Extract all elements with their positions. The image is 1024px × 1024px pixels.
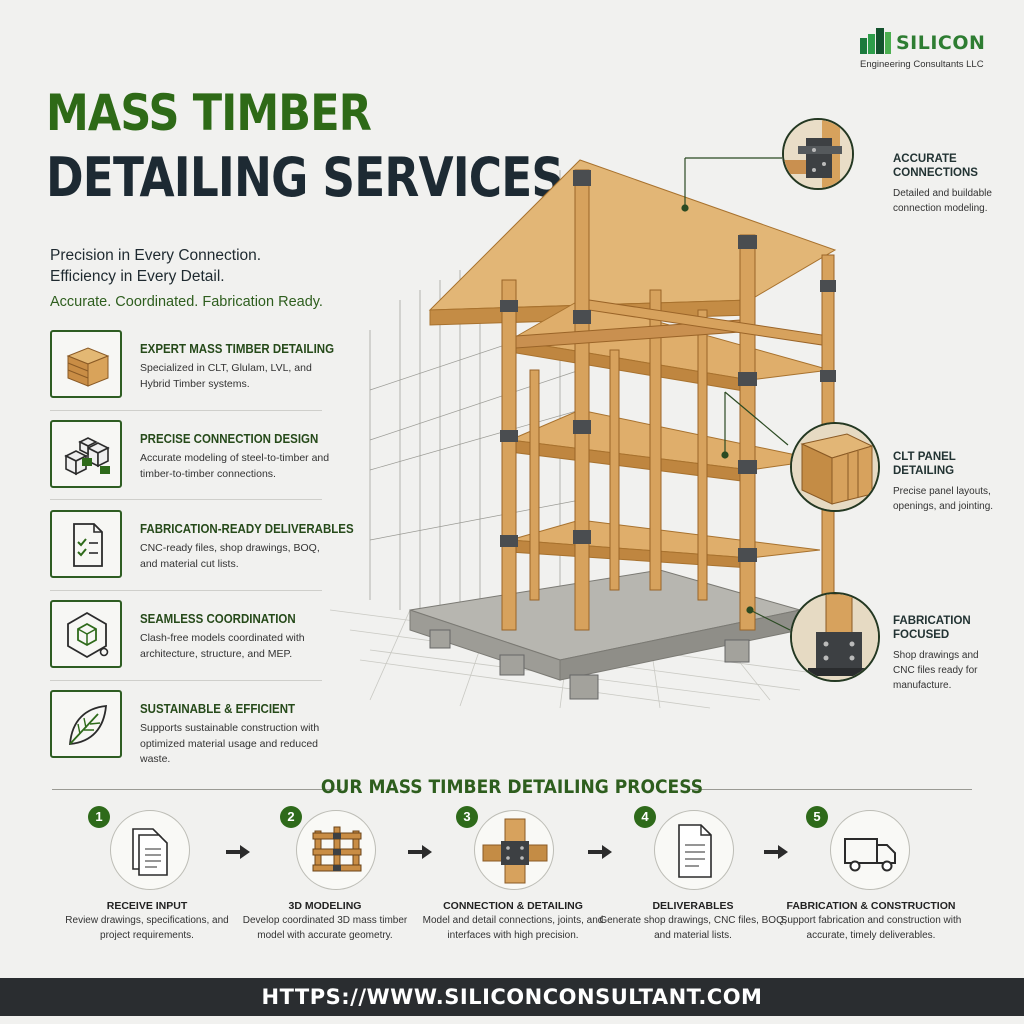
step-number: 1 xyxy=(88,806,110,828)
clt-panel-icon xyxy=(792,424,878,510)
tagline-1: Precision in Every Connection. xyxy=(50,247,262,264)
divider xyxy=(50,590,322,591)
tagline-3: Accurate. Coordinated. Fabrication Ready… xyxy=(50,294,323,310)
connection-blocks-icon xyxy=(64,437,110,476)
process-title-rule-right xyxy=(690,789,972,790)
callout-clt-panel-detailing: CLT PANEL DETAILING Precise panel layout… xyxy=(893,450,1003,514)
callout-accurate-connections: ACCURATE CONNECTIONS Detailed and builda… xyxy=(893,152,1003,216)
hero-title-line1: MASS TIMBER xyxy=(46,84,372,142)
callout-connection-image xyxy=(782,118,854,190)
tagline-2: Efficiency in Every Detail. xyxy=(50,268,225,285)
logo-name: SILICON xyxy=(896,32,986,54)
steel-connectors xyxy=(500,170,836,562)
callout-title: FABRICATION FOCUSED xyxy=(893,615,971,641)
process-step-4: 4 DELIVERABLES Generate shop drawings, C… xyxy=(598,806,788,966)
process-title: OUR MASS TIMBER DETAILING PROCESS xyxy=(320,776,704,798)
feature-desc: Accurate modeling of steel-to-timber and… xyxy=(140,452,330,480)
process-title-rule-left xyxy=(52,789,342,790)
steel-bracket-icon xyxy=(784,120,852,188)
step-desc: Support fabrication and construction wit… xyxy=(780,915,962,941)
column-base-plate-icon xyxy=(792,594,878,680)
feature-item-deliverables: FABRICATION-READY DELIVERABLES CNC-ready… xyxy=(50,510,354,588)
documents-icon xyxy=(132,828,168,876)
step-title: FABRICATION & CONSTRUCTION xyxy=(786,900,956,912)
process-step-1: 1 RECEIVE INPUT Review drawings, specifi… xyxy=(52,806,242,966)
callout-fabrication-focused: FABRICATION FOCUSED Shop drawings and CN… xyxy=(893,614,1003,693)
company-logo: SILICON Engineering Consultants LLC xyxy=(858,26,1008,76)
arrow-right-icon xyxy=(226,845,250,859)
cube-coordination-icon xyxy=(67,611,109,659)
arrow-right-icon xyxy=(588,845,612,859)
step-number: 3 xyxy=(456,806,478,828)
hero-title-line2: DETAILING SERVICES xyxy=(46,146,564,209)
feature-item-coordination: SEAMLESS COORDINATION Clash-free models … xyxy=(50,600,322,678)
process-step-2: 2 3D MODELING Develop coordinated 3D mas… xyxy=(230,806,420,966)
callout-leaders xyxy=(681,157,791,631)
step-title: 3D MODELING xyxy=(288,900,362,912)
divider xyxy=(50,410,322,411)
callout-desc: Precise panel layouts, openings, and joi… xyxy=(893,486,994,512)
logo-building-icon xyxy=(860,28,891,54)
step-number: 2 xyxy=(280,806,302,828)
feature-title: PRECISE CONNECTION DESIGN xyxy=(140,432,319,446)
feature-item-sustainable: SUSTAINABLE & EFFICIENT Supports sustain… xyxy=(50,690,322,768)
arrow-right-icon xyxy=(764,845,788,859)
divider xyxy=(50,680,322,681)
step-number: 4 xyxy=(634,806,656,828)
document-icon xyxy=(678,824,712,878)
logo-subtitle: Engineering Consultants LLC xyxy=(860,59,984,70)
feature-item-connection-design: PRECISE CONNECTION DESIGN Accurate model… xyxy=(50,420,329,498)
callout-title: CLT PANEL DETAILING xyxy=(893,451,956,477)
feature-title: EXPERT MASS TIMBER DETAILING xyxy=(140,342,335,356)
callout-desc: Detailed and buildable connection modeli… xyxy=(893,188,992,214)
timber-block-icon xyxy=(66,347,110,387)
mass-timber-building-illustration xyxy=(330,157,837,709)
feature-title: SEAMLESS COORDINATION xyxy=(140,612,296,626)
step-number: 5 xyxy=(806,806,828,828)
feature-title: FABRICATION-READY DELIVERABLES xyxy=(140,522,354,536)
timber-frame-icon xyxy=(312,826,362,872)
callout-title: ACCURATE CONNECTIONS xyxy=(893,153,978,179)
feature-title: SUSTAINABLE & EFFICIENT xyxy=(140,702,296,716)
callout-clt-image xyxy=(790,422,880,512)
clt-slabs xyxy=(428,159,837,569)
step-title: DELIVERABLES xyxy=(652,900,734,912)
feature-desc: Clash-free models coordinated with archi… xyxy=(140,632,305,660)
step-desc: Generate shop drawings, CNC files, BOQ, … xyxy=(599,915,787,941)
feature-desc: Specialized in CLT, Glulam, LVL, and Hyb… xyxy=(140,362,312,390)
step-desc: Develop coordinated 3D mass timber model… xyxy=(242,915,408,941)
leaf-icon xyxy=(69,704,107,745)
timber-joint-icon xyxy=(482,818,548,884)
callout-desc: Shop drawings and CNC files ready for ma… xyxy=(893,650,979,691)
divider xyxy=(50,499,322,500)
step-title: CONNECTION & DETAILING xyxy=(443,900,583,912)
arrow-right-icon xyxy=(408,845,432,859)
delivery-truck-icon xyxy=(844,838,896,872)
step-title: RECEIVE INPUT xyxy=(106,900,188,912)
glulam-beams xyxy=(515,299,823,349)
process-step-5: 5 FABRICATION & CONSTRUCTION Support fab… xyxy=(776,806,966,966)
feature-item-timber-detailing: EXPERT MASS TIMBER DETAILING Specialized… xyxy=(50,330,334,408)
process-step-3: 3 CONNECTION & DETAILING Model and detai… xyxy=(418,806,608,966)
callout-fabrication-image xyxy=(790,592,880,682)
step-desc: Review drawings, specifications, and pro… xyxy=(65,915,229,941)
feature-desc: CNC-ready files, shop drawings, BOQ, and… xyxy=(140,542,320,570)
feature-desc: Supports sustainable construction with o… xyxy=(140,722,320,765)
checklist-document-icon xyxy=(73,523,103,567)
step-desc: Model and detail connections, joints, an… xyxy=(422,915,604,941)
website-url-link[interactable]: HTTPS://WWW.SILICONCONSULTANT.COM xyxy=(0,978,1024,1016)
